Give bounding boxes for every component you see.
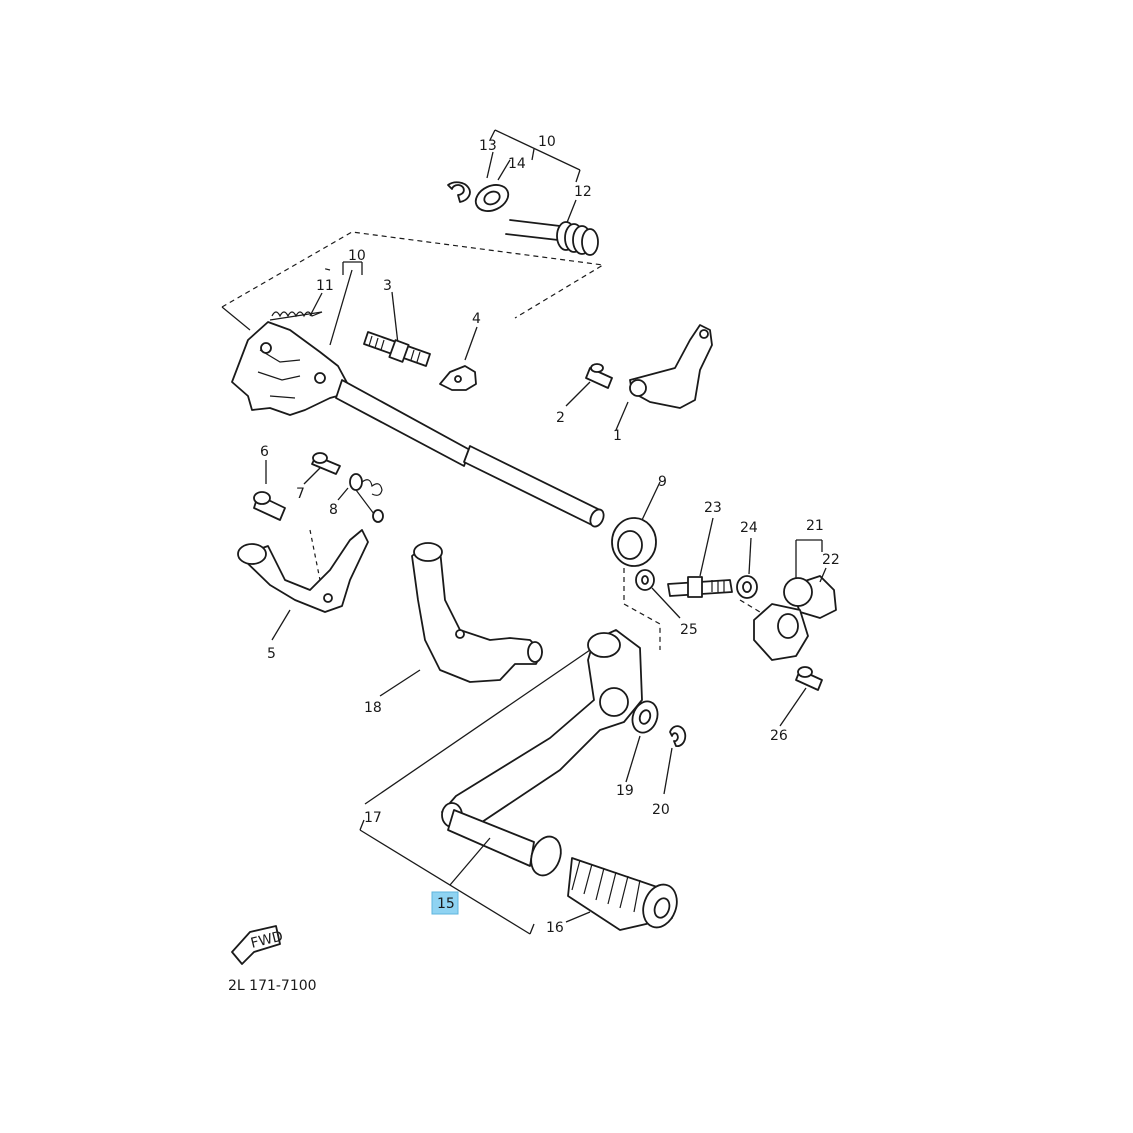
seal-9 — [611, 517, 657, 567]
callout-2[interactable]: 2 — [556, 410, 565, 426]
nut-24 — [736, 575, 758, 599]
callout-7[interactable]: 7 — [296, 486, 305, 502]
callout-4[interactable]: 4 — [472, 311, 481, 327]
callout-22[interactable]: 22 — [822, 552, 840, 568]
spring-8 — [349, 473, 384, 523]
callout-14[interactable]: 14 — [508, 156, 526, 172]
kit-bracket-17 — [359, 649, 591, 935]
callout-12[interactable]: 12 — [574, 184, 592, 200]
peg-15 — [447, 809, 562, 877]
spring-11 — [271, 311, 323, 318]
shift-shaft-arm — [231, 311, 353, 416]
spring-12 — [505, 219, 599, 256]
callout-13[interactable]: 13 — [479, 138, 497, 154]
callout-25[interactable]: 25 — [680, 622, 698, 638]
rod-23 — [667, 576, 733, 598]
callout-10-top[interactable]: 10 — [538, 134, 556, 150]
kit-bracket-21 — [795, 539, 827, 583]
callout-19[interactable]: 19 — [616, 783, 634, 799]
callout-9[interactable]: 9 — [658, 474, 667, 490]
kit-bracket-10 — [221, 231, 605, 361]
callout-26[interactable]: 26 — [770, 728, 788, 744]
clip-4 — [439, 365, 477, 391]
highlight-15 — [431, 891, 459, 915]
fwd-label: FWD — [249, 928, 285, 951]
bolt-2 — [585, 363, 613, 389]
kit-bracket-25 — [623, 481, 761, 650]
callout-11[interactable]: 11 — [316, 278, 334, 294]
clip-20 — [669, 725, 687, 747]
bolt-26 — [795, 666, 823, 691]
lever-1 — [629, 324, 713, 409]
callout-21[interactable]: 21 — [806, 518, 824, 534]
shift-shaft — [335, 379, 605, 528]
washer-14 — [474, 184, 510, 212]
callout-18[interactable]: 18 — [364, 700, 382, 716]
joint-21-22 — [753, 575, 837, 661]
stud-3 — [363, 331, 431, 367]
arm-5 — [237, 529, 369, 613]
callout-16[interactable]: 16 — [546, 920, 564, 936]
callout-6[interactable]: 6 — [260, 444, 269, 460]
leader-lines — [265, 381, 807, 795]
bolt-6 — [253, 491, 286, 521]
callout-15[interactable]: 15 — [437, 896, 455, 912]
callout-23[interactable]: 23 — [704, 500, 722, 516]
callout-20[interactable]: 20 — [652, 802, 670, 818]
washer-19 — [631, 700, 659, 734]
fwd-arrow-icon: FWD — [231, 925, 285, 965]
callout-5[interactable]: 5 — [267, 646, 276, 662]
nut-25 — [635, 569, 655, 591]
callout-17[interactable]: 17 — [364, 810, 382, 826]
callout-24[interactable]: 24 — [740, 520, 758, 536]
rubber-16 — [567, 857, 678, 931]
kit-bracket-top — [486, 129, 581, 226]
drawing-code: 2L 171-7100 — [228, 978, 317, 994]
bolt-7 — [311, 452, 341, 475]
callout-1[interactable]: 1 — [613, 428, 622, 444]
callout-labels: 1 2 3 4 5 6 7 8 9 10 10 11 12 13 14 15 1… — [260, 134, 840, 936]
callout-10[interactable]: 10 — [348, 248, 366, 264]
circlip-13 — [447, 181, 471, 203]
arm-18 — [411, 542, 543, 683]
callout-3[interactable]: 3 — [383, 278, 392, 294]
callout-8[interactable]: 8 — [329, 502, 338, 518]
